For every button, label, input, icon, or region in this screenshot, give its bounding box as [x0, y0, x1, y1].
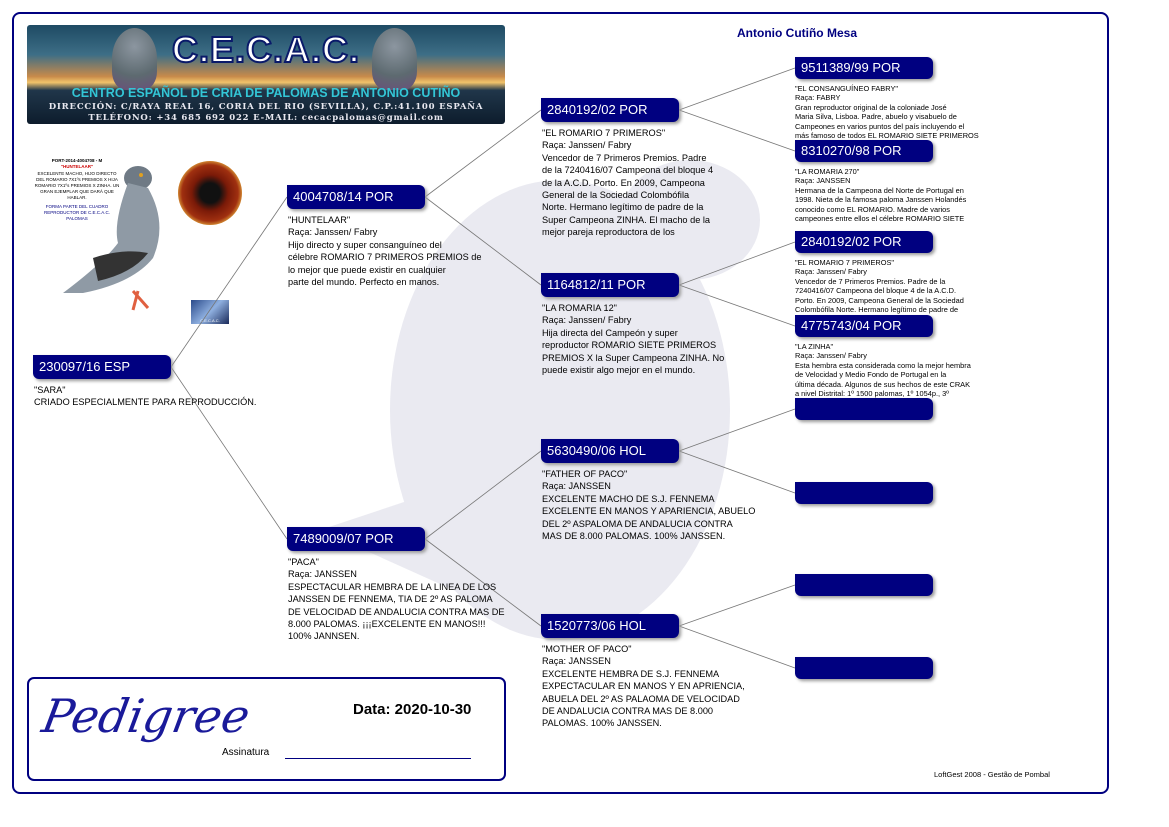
pedigree-ring-box: 7489009/07 POR [287, 527, 425, 551]
connector-line [170, 196, 288, 368]
pedigree-ring-box [795, 482, 933, 504]
pedigree-description: "LA ROMARIA 270" Raça: JANSSEN Hermana d… [795, 167, 967, 224]
photo-note: FORMA PARTE DEL CUADRO REPRODUCTOR DE C.… [44, 204, 110, 221]
connector-line [678, 625, 796, 669]
photo-ring: PORT-2014-4004708 - M [51, 158, 103, 163]
pedigree-footer: Pedigree Data: 2020-10-30 Assinatura [27, 677, 506, 781]
pedigree-description: "SARA" CRIADO ESPECIALMENTE PARA REPRODU… [34, 385, 257, 408]
connector-line [424, 450, 542, 540]
pedigree-description: "EL ROMARIO 7 PRIMEROS" Raça: Janssen/ F… [542, 128, 714, 238]
connector-line [170, 366, 288, 540]
owner-name: Antonio Cutiño Mesa [737, 26, 857, 40]
pedigree-description: "MOTHER OF PACO" Raça: JANSSEN EXCELENTE… [542, 644, 745, 729]
pedigree-description: "HUNTELAAR" Raça: Janssen/ Fabry Hijo di… [288, 215, 482, 288]
signature-line [285, 758, 471, 759]
banner-address: DIRECCIÓN: C/RAYA REAL 16, CORIA DEL RIO… [48, 102, 484, 112]
photo-caption: PORT-2014-4004708 - M "HUNTELAAR" EXCELE… [33, 158, 121, 222]
software-credit: LoftGest 2008 - Gestão de Pombal [934, 770, 1050, 779]
pigeon-image [63, 166, 160, 311]
banner-contact: TELÉFONO: +34 685 692 022 E-MAIL: cecacp… [88, 113, 444, 123]
banner-logo: C.E.C.A.C. [171, 28, 360, 71]
connector-line [678, 109, 796, 152]
cecac-banner: C.E.C.A.C. CENTRO ESPAÑOL DE CRIA DE PAL… [27, 25, 505, 124]
photo-name: "HUNTELAAR" [60, 164, 94, 169]
banner-title: CENTRO ESPAÑOL DE CRIA DE PALOMAS DE ANT… [71, 86, 461, 100]
pigeon-eye-image [178, 161, 242, 225]
pedigree-ring-box: 9511389/99 POR [795, 57, 933, 79]
pedigree-ring-box: 1520773/06 HOL [541, 614, 679, 638]
pedigree-ring-box [795, 574, 933, 596]
photo-description: EXCELENTE MACHO, HIJO DIRECTO DEL ROMARI… [34, 171, 120, 200]
pedigree-description: "EL ROMARIO 7 PRIMEROS" Raça: Janssen/ F… [795, 258, 964, 315]
connector-line [678, 408, 796, 452]
connector-line [424, 196, 542, 286]
pedigree-description: "LA ROMARIA 12" Raça: Janssen/ Fabry Hij… [542, 303, 725, 376]
connector-line [678, 67, 796, 111]
connector-line [678, 284, 796, 327]
connector-line [424, 109, 542, 198]
connector-line [678, 450, 796, 494]
connector-line [678, 241, 796, 286]
pedigree-ring-box: 230097/16 ESP [33, 355, 171, 379]
pedigree-ring-box: 4004708/14 POR [287, 185, 425, 209]
pigeon-photo: PORT-2014-4004708 - M "HUNTELAAR" EXCELE… [33, 158, 242, 328]
signature-label: Assinatura [222, 747, 270, 758]
cecac-mini-logo: C.E.C.A.C. [191, 300, 229, 324]
pedigree-date: Data: 2020-10-30 [353, 701, 472, 718]
pedigree-description: "PACA" Raça: JANSSEN ESPECTACULAR HEMBRA… [288, 557, 505, 642]
pedigree-ring-box: 4775743/04 POR [795, 315, 933, 337]
pedigree-ring-box: 8310270/98 POR [795, 140, 933, 162]
connector-line [678, 584, 796, 627]
connector-line [424, 538, 542, 627]
pedigree-ring-box [795, 657, 933, 679]
pedigree-ring-box [795, 398, 933, 420]
pedigree-ring-box: 2840192/02 POR [541, 98, 679, 122]
pedigree-description: "FATHER OF PACO" Raça: JANSSEN EXCELENTE… [542, 469, 756, 542]
pedigree-ring-box: 1164812/11 POR [541, 273, 679, 297]
pedigree-ring-box: 2840192/02 POR [795, 231, 933, 253]
pigeon-head-right-image [372, 28, 417, 90]
pedigree-ring-box: 5630490/06 HOL [541, 439, 679, 463]
pedigree-logo: Pedigree [38, 689, 254, 743]
pigeon-head-left-image [112, 28, 157, 90]
pedigree-description: "EL CONSANGUÍNEO FABRY" Raça: FABRY Gran… [795, 84, 979, 141]
page-frame [12, 12, 1109, 794]
pedigree-description: "LA ZINHA" Raça: Janssen/ Fabry Esta hem… [795, 342, 971, 399]
